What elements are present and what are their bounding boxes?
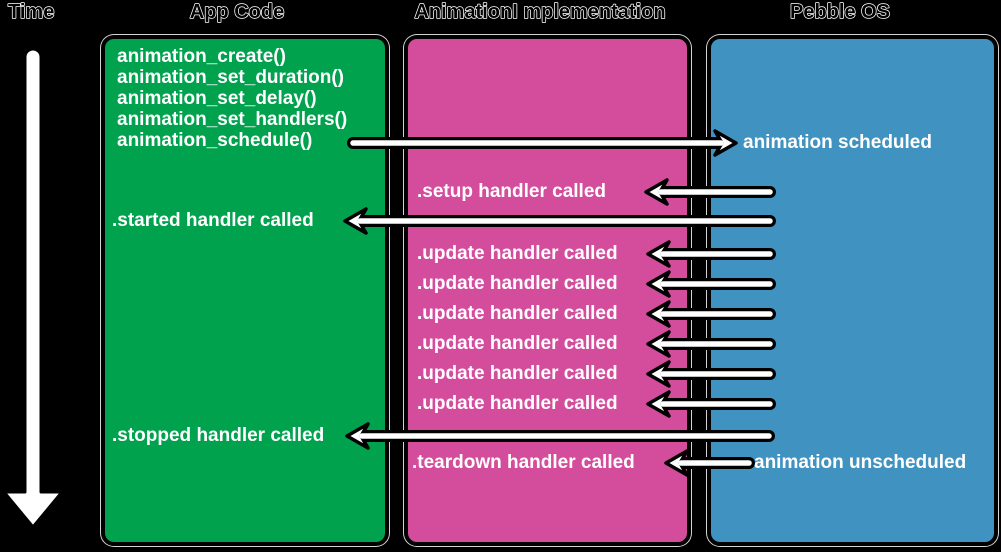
time-header: Time xyxy=(8,1,54,23)
api-call-line: animation_set_handlers() xyxy=(117,109,348,130)
event-label-update-handler-called-1: .update handler called xyxy=(417,243,618,264)
event-label-update-handler-called-4: .update handler called xyxy=(417,333,618,354)
event-label-teardown-handler-called: .teardown handler called xyxy=(412,452,635,473)
api-call-line: animation_set_delay() xyxy=(117,88,317,109)
event-label-update-handler-called-6: .update handler called xyxy=(417,393,618,414)
event-label-stopped-handler-called: .stopped handler called xyxy=(112,425,325,446)
pebble-os-box xyxy=(707,35,998,546)
event-label-setup-handler-called: .setup handler called xyxy=(417,181,606,202)
event-label-update-handler-called-2: .update handler called xyxy=(417,273,618,294)
event-label-update-handler-called-5: .update handler called xyxy=(417,363,618,384)
app-code-header: App Code xyxy=(190,1,284,23)
api-call-line: animation_create() xyxy=(117,46,286,67)
api-call-line: animation_set_duration() xyxy=(117,67,344,88)
event-label-animation-unscheduled: animation unscheduled xyxy=(754,452,967,473)
animation-implementation-box xyxy=(404,35,691,546)
pebble-os-header: Pebble OS xyxy=(790,1,890,23)
event-label-animation-scheduled: animation scheduled xyxy=(743,132,932,153)
app-code-box xyxy=(101,35,389,546)
api-call-line: animation_schedule() xyxy=(117,130,313,151)
app-code-call-list: animation_create()animation_set_duration… xyxy=(117,46,347,151)
animation-implementation-header: AnimationI mplementation xyxy=(414,1,665,23)
time-axis-arrow xyxy=(2,47,64,529)
event-label-update-handler-called-3: .update handler called xyxy=(417,303,618,324)
event-label-started-handler-called: .started handler called xyxy=(112,210,314,231)
